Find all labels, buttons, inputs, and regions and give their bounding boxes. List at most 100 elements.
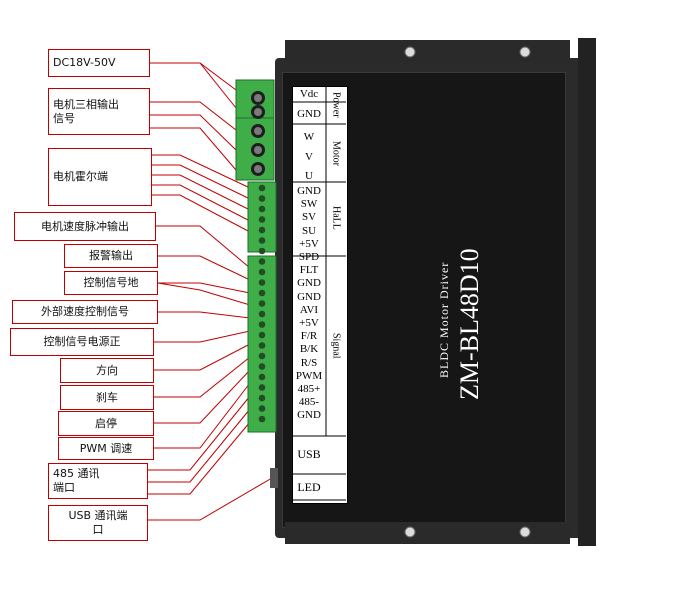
terminal-label: +5V: [299, 317, 319, 329]
device-model: ZM-BL48D10: [455, 248, 484, 400]
pin-21: [258, 405, 266, 412]
callout-rs485: 485 通讯 端口: [48, 463, 148, 499]
callout-line-pwm: [154, 382, 251, 449]
callout-ext: 外部速度控制信号: [12, 300, 158, 324]
pin-13: [258, 321, 266, 328]
pin-16: [258, 352, 266, 360]
callout-usb: USB 通讯端 口: [48, 505, 148, 541]
callout-line-brake: [154, 356, 251, 398]
terminal-label: GND: [297, 409, 321, 422]
pin-5: [258, 237, 266, 244]
device-subtitle: BLDC Motor Driver: [437, 261, 451, 378]
callout-line-dc: [150, 62, 237, 109]
pin-17: [258, 363, 266, 370]
callout-line-alarm: [158, 255, 251, 281]
terminal-label: GND: [297, 277, 321, 290]
pin-19: [258, 384, 266, 391]
pin-11: [258, 300, 266, 307]
terminal-label: W: [303, 131, 315, 143]
group-label-hall: HaLL: [330, 206, 342, 230]
pin-6: [258, 247, 266, 255]
callout-line-rs485: [148, 421, 251, 495]
screw-head-0: [254, 94, 262, 102]
terminal-label: GND: [297, 185, 321, 197]
pin-3: [258, 216, 266, 223]
callout-line-gnd: [158, 282, 251, 294]
mount-hole-0: [404, 46, 416, 58]
callout-gnd: 控制信号地: [64, 271, 158, 295]
callout-line-phase: [150, 127, 237, 171]
callout-line-hall: [152, 164, 251, 200]
callout-line-hall: [152, 174, 251, 211]
pin-12: [258, 310, 266, 318]
terminal-label: 485+: [297, 383, 321, 395]
mount-hole-1: [519, 46, 531, 58]
screw-head-3: [254, 146, 262, 154]
callout-line-phase: [150, 101, 237, 131]
pin-20: [258, 394, 266, 402]
usb-port-label: USB: [297, 447, 321, 461]
screw-head-2: [254, 127, 262, 135]
pin-1: [258, 195, 266, 202]
terminal-label: SPD: [298, 251, 320, 263]
terminal-label: Vdc: [299, 88, 319, 100]
callout-line-hall: [152, 184, 251, 222]
callout-line-dir: [154, 343, 251, 371]
driver-side-edge: [578, 38, 596, 546]
callout-dc: DC18V-50V: [48, 49, 150, 77]
terminal-label: SU: [301, 224, 317, 237]
terminal-label: B/K: [299, 343, 319, 356]
terminal-label: SW: [300, 198, 318, 211]
terminal-label: F/R: [300, 330, 318, 343]
callout-line-gnd: [157, 282, 251, 306]
terminal-label: AVI: [299, 303, 319, 316]
callout-start: 启停: [58, 411, 154, 436]
mount-hole-2: [404, 526, 416, 538]
callout-hall: 电机霍尔端: [48, 148, 152, 206]
pin-15: [258, 342, 266, 349]
terminal-label: PWM: [295, 369, 323, 382]
terminal-label: SV: [301, 211, 317, 224]
terminal-label: FLT: [299, 264, 319, 277]
callout-line-hall: [152, 154, 251, 189]
pin-4: [258, 226, 266, 234]
pin-10: [258, 289, 266, 297]
callout-line-rs485: [148, 395, 251, 471]
callout-alarm: 报警输出: [64, 244, 158, 268]
terminal-label: GND: [297, 290, 321, 303]
group-label-power: Power: [330, 92, 342, 118]
terminal-label: R/S: [300, 356, 318, 369]
terminal-label: +5V: [299, 237, 319, 250]
pin-2: [258, 205, 266, 213]
group-label-motor: Motor: [330, 140, 342, 166]
callout-brake: 刹车: [60, 385, 154, 410]
pin-14: [258, 331, 266, 339]
callout-line-usb: [148, 477, 273, 521]
pin-18: [258, 373, 266, 381]
terminal-label: 485-: [298, 396, 320, 409]
callout-line-pwr: [154, 330, 251, 343]
group-label-signal: Signal: [330, 333, 342, 359]
screw-head-1: [254, 108, 262, 116]
callout-dir: 方向: [60, 358, 154, 383]
callout-line-hall: [152, 194, 251, 233]
terminal-label: U: [305, 170, 313, 182]
terminal-label: GND: [297, 108, 321, 120]
callout-pulse: 电机速度脉冲输出: [14, 212, 156, 241]
callout-pwr: 控制信号电源正: [10, 328, 154, 356]
mount-hole-3: [519, 526, 531, 538]
pin-8: [258, 268, 266, 276]
callout-pwm: PWM 调速: [58, 437, 154, 460]
pin-22: [258, 415, 266, 423]
terminal-label: V: [305, 151, 313, 163]
callout-phase: 电机三相输出 信号: [48, 88, 150, 135]
callout-line-start: [154, 369, 251, 424]
screw-head-4: [254, 165, 262, 173]
mounting-tab-bottom: [285, 522, 570, 544]
pin-9: [258, 279, 266, 286]
callout-line-pulse: [156, 225, 251, 269]
pin-7: [258, 258, 266, 265]
